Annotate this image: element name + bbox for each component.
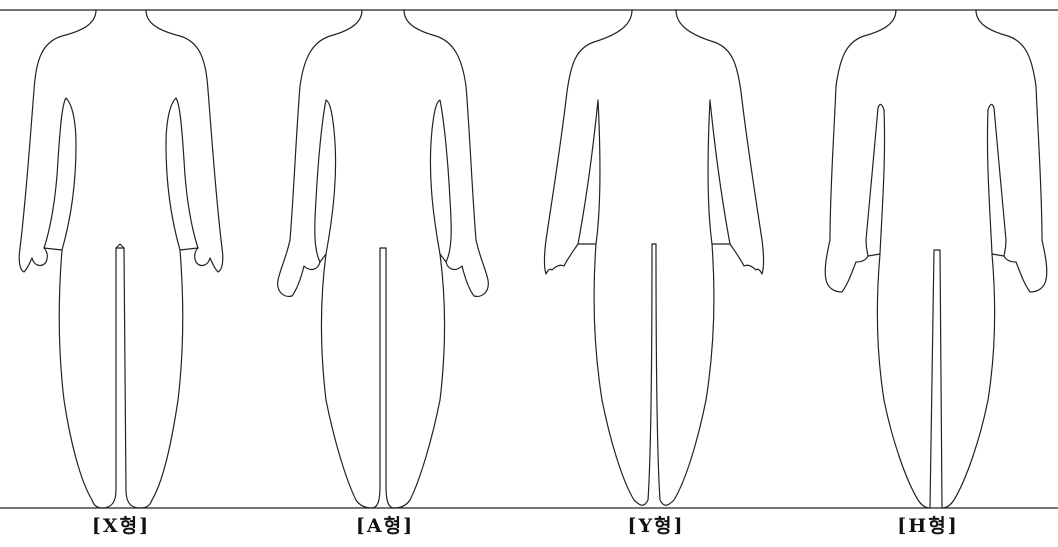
silhouette-h-type	[825, 10, 1047, 508]
silhouette-x-type	[19, 10, 223, 508]
label-x-type: [X형]	[41, 511, 201, 538]
silhouette-a-type	[278, 10, 489, 508]
label-h-type: [H형]	[848, 511, 1008, 538]
silhouette-y-type	[545, 10, 764, 505]
label-a-type: [A형]	[305, 511, 465, 538]
label-y-type: [Y형]	[576, 511, 736, 538]
